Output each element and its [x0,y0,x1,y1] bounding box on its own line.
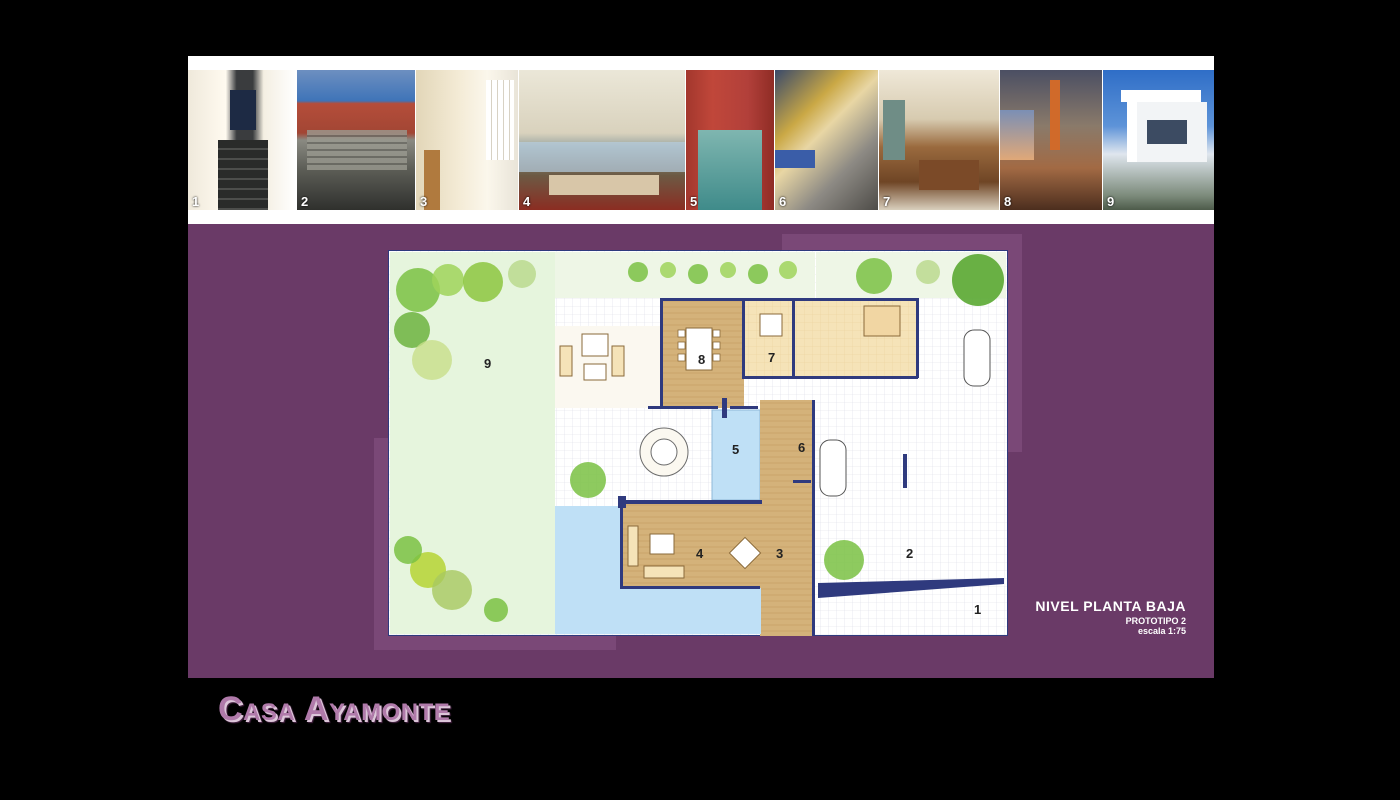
floor-plan-board: 1 2 3 4 5 6 7 8 9 NIVEL PLANTA BAJA PROT… [188,224,1214,678]
photo-8: 8 [1000,70,1102,210]
photo-number: 2 [301,194,309,209]
room-label-3: 3 [776,546,783,561]
photo-number: 1 [192,194,200,209]
plan-title: NIVEL PLANTA BAJA [1035,598,1186,614]
photo-7: 7 [879,70,999,210]
photo-4: 4 [519,70,685,210]
photo-6: 6 [775,70,878,210]
photo-number: 8 [1004,194,1012,209]
photo-9: 9 [1103,70,1214,210]
room-label-5: 5 [732,442,739,457]
room-label-4: 4 [696,546,704,561]
photo-number: 9 [1107,194,1115,209]
room-label-2: 2 [906,546,913,561]
photo-2: 2 [297,70,415,210]
photo-strip: 1 2 3 4 5 6 7 8 9 [188,56,1214,224]
room-label-8: 8 [698,352,705,367]
photo-1: 1 [188,70,296,210]
plan-caption: NIVEL PLANTA BAJA PROTOTIPO 2 escala 1:7… [1035,598,1186,636]
room-label-1: 1 [974,602,981,617]
photo-number: 7 [883,194,891,209]
room-label-7: 7 [768,350,775,365]
photo-number: 6 [779,194,787,209]
photo-3: 3 [416,70,518,210]
photo-number: 5 [690,194,698,209]
plan-prototype: PROTOTIPO 2 [1125,616,1186,626]
room-label-9: 9 [484,356,491,371]
plan-scale: escala 1:75 [1137,626,1186,636]
floor-plan: 1 2 3 4 5 6 7 8 9 [388,250,1008,636]
tree-cluster [394,254,1004,622]
photo-number: 3 [420,194,428,209]
photo-5: 5 [686,70,774,210]
project-title: Casa Ayamonte [218,690,451,728]
room-label-6: 6 [798,440,805,455]
photo-number: 4 [523,194,531,209]
